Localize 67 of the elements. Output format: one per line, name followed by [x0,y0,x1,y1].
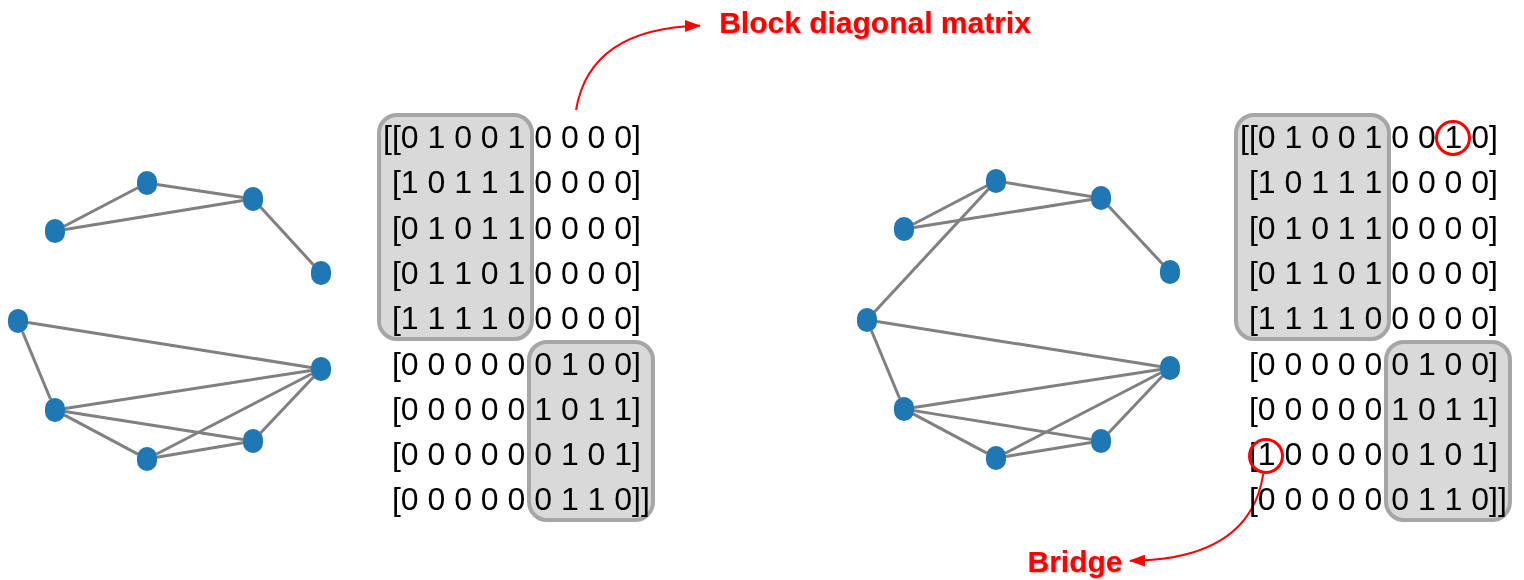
matrix-row-text: [0 0 0 0 0 0 1 0 1] [391,435,641,475]
graph-node [986,169,1006,193]
graph-node [45,219,65,243]
graph-node [986,446,1006,470]
graph-edge [156,183,244,199]
matrix-row-text: [0 0 0 0 0 0 1 0 0] [391,344,641,384]
matrix-row-text: [0 0 0 0 0 0 1 1 0]] [391,480,650,520]
graph-edge [27,321,312,369]
graph-node [311,261,331,285]
matrix-row-text: [0 1 1 0 1 0 0 0 0] [391,253,641,293]
graph-edge [1005,441,1092,458]
graph-node [45,398,65,422]
graph-edge [64,369,312,410]
graph-edge [912,184,988,226]
shaded-block [1234,113,1391,341]
graph-edge [64,410,244,441]
graph-node [137,447,157,471]
matrix-row-text: [0 1 0 1 1 0 0 0 0] [1248,208,1498,248]
graph-edge [64,199,244,231]
matrix-row-text: [0 0 0 0 0 0 1 0 0] [1248,344,1498,384]
curved-arrow [575,20,701,111]
annotation-label: Bridge [1020,542,1130,580]
graph-edge [259,375,315,435]
matrix-row-text: [1 0 1 1 1 0 0 0 0] [391,163,641,203]
graph-edge [870,330,901,399]
graph-node [137,171,157,195]
graph-node [857,308,877,332]
shaded-block [377,113,534,341]
curved-arrow [1129,472,1265,567]
graph-edge [912,412,988,455]
matrix-row-text: [0 1 1 0 1 0 0 0 0] [1248,253,1498,293]
graph-edge [913,198,1092,229]
graph-edge [876,320,1161,368]
graph-edge [1107,204,1164,266]
matrix-row-text: [1 1 1 1 0 0 0 0 0] [1248,299,1498,339]
graph-node [1160,260,1180,284]
graph-node [311,357,331,381]
matrix-row-text: [1 1 1 1 0 0 0 0 0] [391,299,641,339]
matrix-row-text: [1 0 1 1 1 0 0 0 0] [1248,163,1498,203]
graph-edge [1004,371,1162,455]
graph-edge [913,368,1161,409]
graph-node [243,429,263,453]
graph-node [1160,356,1180,380]
graph-edge [63,186,139,228]
graph-edge [155,372,313,456]
matrix-row-text: [[0 1 0 0 1 0 0 0 0] [383,118,641,157]
graph-node [894,397,914,421]
matrix-row-text: [0 0 0 0 0 1 0 1 1] [1248,389,1498,429]
graph-edge [913,409,1092,441]
graph-node [1091,186,1111,210]
graph-node [894,217,914,241]
graph-edge [21,331,52,400]
shaded-block [527,340,655,522]
graph-edge [873,188,990,313]
graph-edge [259,206,315,266]
matrix-row-text: [0 1 0 1 1 0 0 0 0] [391,208,641,248]
graph-edge [1005,181,1092,198]
graph-node [8,309,28,333]
graph-edge [156,441,244,459]
shaded-block [1384,340,1512,522]
graph-node [243,187,263,211]
graph-node [1091,429,1111,453]
matrix-row-text: [0 0 0 0 0 1 0 1 1] [391,389,641,429]
annotation-label: Block diagonal matrix [700,2,1050,42]
matrix-row-text: [[0 1 0 0 1 0 0 1 0] [1240,118,1498,157]
graph-edge [1107,374,1164,435]
graph-edge [63,413,139,456]
